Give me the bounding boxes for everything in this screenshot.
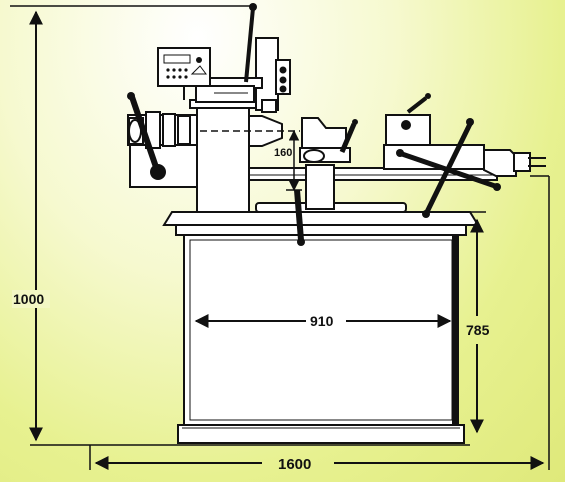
dro-panel-icon (157, 47, 211, 87)
cabinet-top-rim (162, 211, 480, 226)
height-label-bg (12, 290, 50, 308)
cabinet-top-band (175, 224, 467, 236)
cabinet-right-shade (452, 235, 458, 425)
headstock-lower-block (129, 144, 198, 188)
carriage-lever[interactable] (294, 189, 305, 246)
center-height-dimension (286, 129, 302, 192)
mast-lever[interactable] (244, 3, 257, 83)
tool-post-lever[interactable] (339, 119, 358, 153)
milling-mast (195, 37, 291, 113)
tool-post (301, 117, 347, 151)
headstock-column (196, 102, 250, 213)
tailstock-top-block (385, 114, 431, 148)
cross-slide-wheel (303, 149, 325, 163)
carriage (299, 117, 351, 210)
apron (305, 164, 335, 210)
spindle (248, 115, 283, 147)
mast-head-box (195, 85, 255, 103)
machine-cabinet (162, 211, 480, 444)
center-height-label: 160 (274, 147, 292, 159)
height-dimension (10, 5, 470, 446)
tailstock-centre (528, 157, 546, 167)
length-label: 1600 (278, 456, 311, 473)
length-dimension (89, 175, 550, 470)
cabinet-height-dimension (458, 211, 486, 434)
cabinet-height-label: 785 (466, 322, 490, 338)
tailstock-quill (513, 152, 531, 172)
tailstock-barrel (483, 149, 517, 177)
tailstock-lock-lever[interactable] (406, 93, 431, 114)
cabinet-width-label: 910 (310, 313, 334, 329)
headstock-lever[interactable] (127, 92, 160, 171)
handwheel-icon[interactable] (396, 118, 501, 218)
cabinet-plinth (177, 424, 465, 444)
digital-readout (157, 47, 211, 100)
height-label: 1000 (13, 291, 44, 307)
cabinet-body (183, 234, 459, 426)
